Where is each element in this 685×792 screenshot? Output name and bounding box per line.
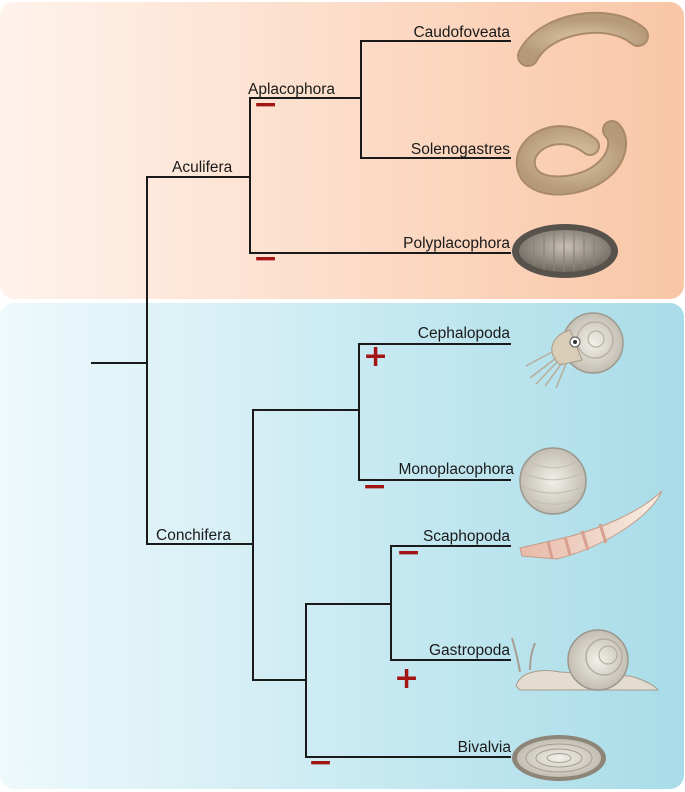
marker-scaphopoda: −: [396, 535, 421, 570]
taxon-label-polyplacophora: Polyplacophora: [403, 235, 510, 252]
bivalvia-illustration: [512, 735, 606, 781]
marker-aplacophora: −: [253, 87, 278, 122]
polyplacophora-illustration: [512, 224, 618, 278]
monoplacophora-illustration: [519, 447, 587, 515]
conchifera-panel: [0, 303, 684, 789]
marker-cephalopoda: +: [363, 339, 388, 374]
taxon-label-scaphopoda: Scaphopoda: [423, 528, 510, 545]
marker-bivalvia: −: [308, 745, 333, 780]
taxon-label-solenogastres: Solenogastres: [411, 141, 510, 158]
marker-gastropoda: +: [394, 661, 419, 696]
taxon-label-gastropoda: Gastropoda: [429, 642, 510, 659]
caudofoveata-illustration: [517, 11, 649, 67]
tree-branches: [91, 40, 511, 758]
marker-polyplacophora: −: [253, 241, 278, 276]
taxon-label-cephalopoda: Cephalopoda: [418, 325, 511, 342]
scaphopoda-illustration: [519, 490, 663, 560]
gastropoda-illustration: [511, 629, 660, 691]
taxon-label-monoplacophora: Monoplacophora: [399, 461, 515, 478]
taxon-label-caudofoveata: Caudofoveata: [413, 24, 510, 41]
aculifera-panel: [0, 2, 684, 299]
clade-label-aculifera: Aculifera: [172, 159, 233, 176]
cephalopoda-illustration: [525, 312, 624, 389]
clade-label-conchifera: Conchifera: [156, 527, 231, 544]
taxon-label-bivalvia: Bivalvia: [458, 739, 512, 756]
marker-monoplacophora: −: [362, 469, 387, 504]
clade-label-aplacophora: Aplacophora: [248, 81, 335, 98]
solenogastres-illustration: [515, 120, 628, 196]
